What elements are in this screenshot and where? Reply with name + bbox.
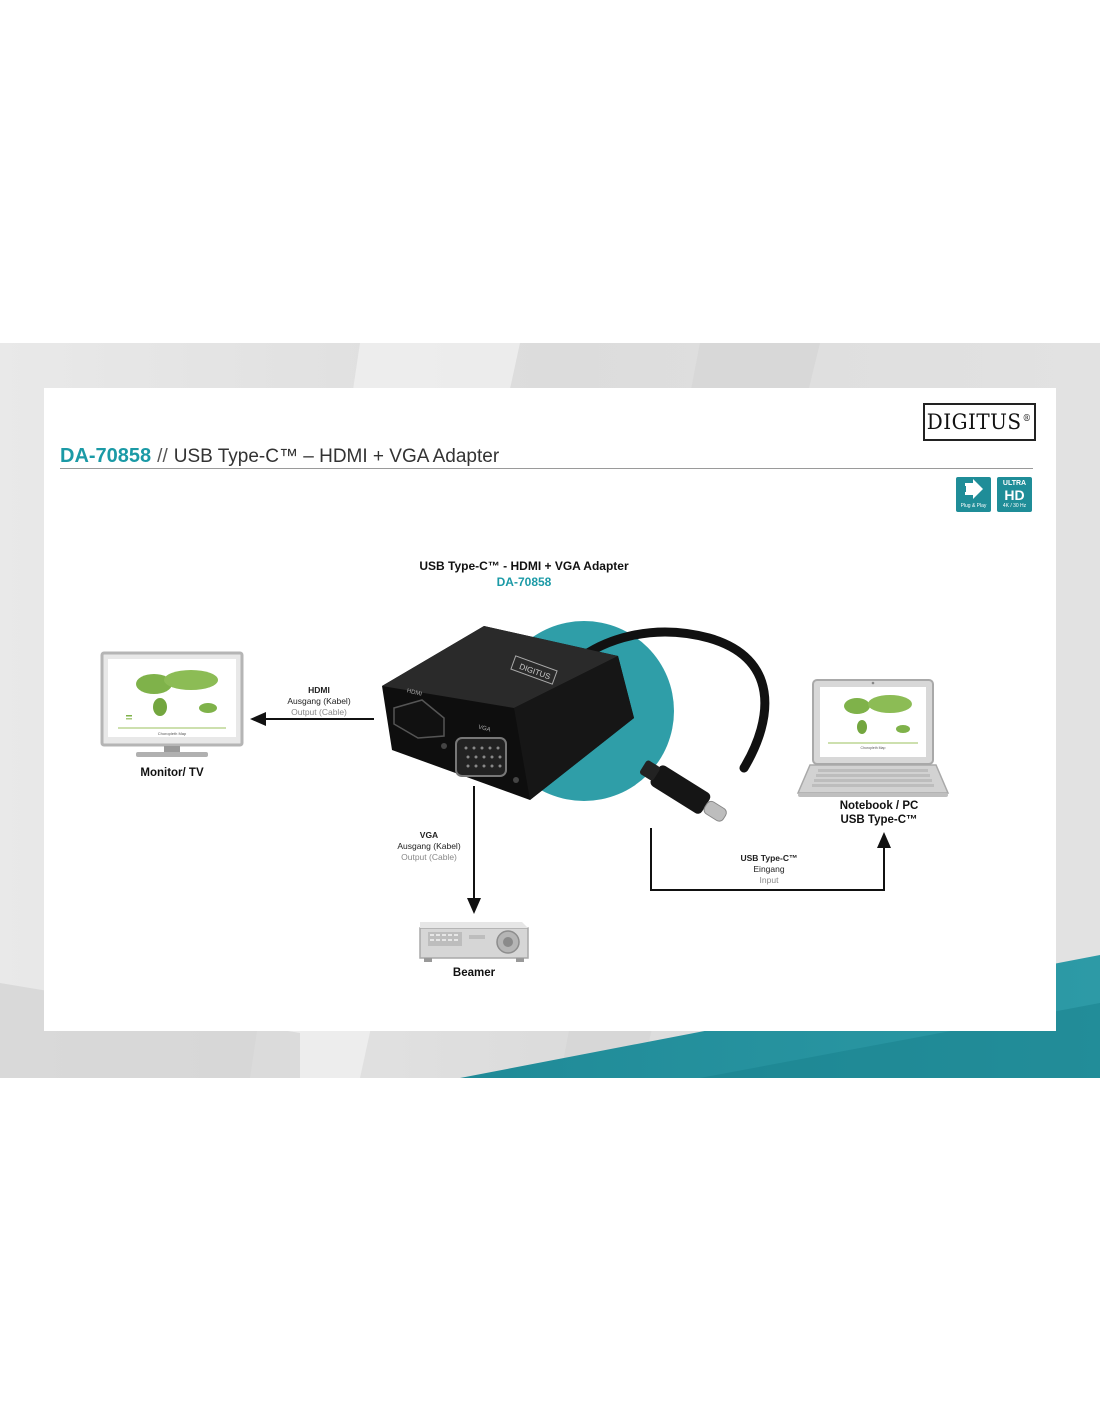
digitus-logo: DIGITUS® <box>923 403 1036 441</box>
page-title: DA-70858//USB Type-C™ – HDMI + VGA Adapt… <box>60 445 499 468</box>
notebook-screen-caption: Choropleth Map <box>861 746 886 750</box>
hdmi-output-title: HDMI <box>308 685 330 695</box>
usb-c-cable <box>569 627 770 773</box>
plug-and-play-label: Plug & Play <box>960 503 987 509</box>
usb-input-line <box>650 828 885 891</box>
monitor-label: Monitor/ TV <box>140 767 204 779</box>
hdmi-output-label: HDMI Ausgang (Kabel) Output (Cable) <box>274 685 364 718</box>
ultra-hd-main: HD <box>1004 487 1025 503</box>
notebook-label-line2: USB Type-C™ <box>840 814 918 826</box>
projector-label: Beamer <box>452 967 496 979</box>
product-sheet-card: DIGITUS® DA-70858//USB Type-C™ – HDMI + … <box>44 388 1056 1031</box>
logo-registered-mark: ® <box>1022 414 1032 424</box>
diagram-product-code: DA-70858 <box>496 575 552 589</box>
usb-c-plug-graphic <box>640 760 727 822</box>
hdmi-output-en: Output (Cable) <box>291 707 347 717</box>
diagram-product-title: USB Type-C™ - HDMI + VGA Adapter <box>419 559 629 573</box>
title-separator: // <box>157 446 168 467</box>
monitor-screen-caption: Choropleth Map <box>158 731 187 736</box>
vga-output-label: VGA Ausgang (Kabel) Output (Cable) <box>389 830 469 863</box>
product-name: USB Type-C™ – HDMI + VGA Adapter <box>173 446 500 467</box>
connection-diagram: DIGITUS HDMI VGA Choropleth Map <box>100 621 950 962</box>
usb-input-de: Eingang <box>753 864 785 874</box>
vga-arrowhead <box>467 898 481 914</box>
vga-output-en: Output (Cable) <box>401 852 457 862</box>
plug-play-arrow-icon <box>962 479 983 499</box>
logo-text: DIGITUS <box>927 410 1022 434</box>
plug-and-play-badge: Plug & Play <box>956 477 991 512</box>
ultra-hd-sub: 4K / 30 Hz <box>1002 503 1027 509</box>
adapter-port-vga: VGA <box>477 725 491 734</box>
notebook-graphic <box>796 679 950 797</box>
header-divider <box>60 468 1033 469</box>
usb-input-arrowhead <box>877 832 891 848</box>
projector-graphic <box>419 922 529 962</box>
usb-input-label: USB Type-C™ Eingang Input <box>724 853 814 886</box>
adapter-port-hdmi: HDMI <box>406 688 423 698</box>
notebook-label-line1: Notebook / PC <box>839 800 919 812</box>
model-code: DA-70858 <box>60 445 152 467</box>
vga-output-de: Ausgang (Kabel) <box>397 841 461 851</box>
hdmi-output-de: Ausgang (Kabel) <box>287 696 351 706</box>
monitor-graphic <box>100 651 244 757</box>
ultra-hd-top: ULTRA <box>1002 480 1027 487</box>
adapter-graphic <box>382 626 634 800</box>
usb-input-title: USB Type-C™ <box>740 853 798 863</box>
vga-output-title: VGA <box>419 830 439 840</box>
notebook-label: Notebook / PC USB Type-C™ <box>814 799 944 827</box>
ultra-hd-badge: ULTRA HD 4K / 30 Hz <box>997 477 1032 512</box>
hdmi-arrowhead <box>250 712 266 726</box>
usb-input-en: Input <box>759 875 779 885</box>
